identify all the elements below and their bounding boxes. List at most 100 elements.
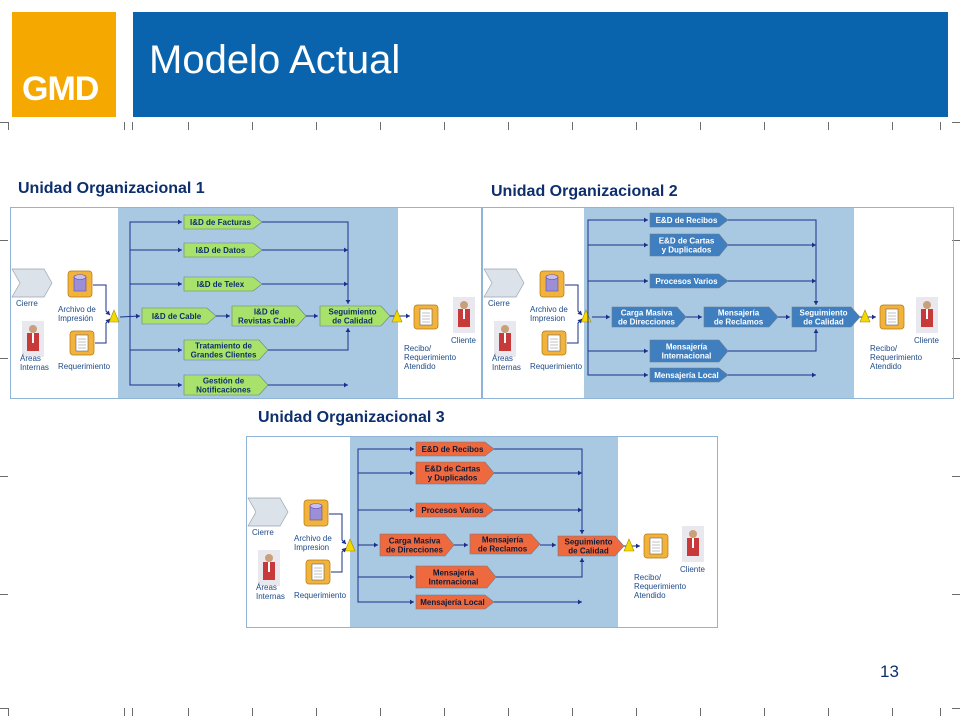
flow-connector-5	[587, 317, 648, 376]
crop-mark	[892, 122, 893, 130]
flow-connector-1	[357, 448, 414, 545]
flow-connector-4-head	[178, 347, 182, 353]
areas-person-icon-tie	[32, 333, 34, 343]
flow-connector-7-head	[314, 313, 318, 319]
flow-connector-8	[262, 221, 349, 304]
areas-person-icon-head	[29, 325, 37, 333]
requerimiento-doc-icon-page	[75, 334, 89, 352]
output-warning-icon	[391, 309, 403, 323]
flow-connector-1	[587, 219, 648, 317]
crop-mark	[380, 708, 381, 716]
page-title: Modelo Actual	[149, 38, 401, 82]
archivo-db-icon-top	[309, 503, 323, 509]
flow-connector-1-head	[410, 446, 414, 452]
flow-connector-6-head	[226, 313, 230, 319]
crop-mark	[700, 708, 701, 716]
flow-connector-12-head	[578, 599, 582, 605]
header-banner: Modelo Actual	[133, 12, 948, 117]
requerimiento-connector	[95, 318, 111, 344]
process-local-label: Mensajería Local	[420, 598, 484, 607]
crop-mark	[952, 708, 960, 709]
crop-mark	[252, 708, 253, 716]
process-datos	[183, 242, 263, 258]
page-number: 13	[880, 662, 899, 681]
crop-mark	[444, 122, 445, 130]
flow-connector-11-head	[579, 558, 585, 562]
merge-warning-icon	[108, 309, 120, 323]
process-seguimiento	[557, 535, 625, 557]
flow-connector-8	[494, 448, 583, 534]
crop-mark	[8, 122, 9, 130]
unit-3-title: Unidad Organizacional 3	[258, 409, 445, 426]
flow-connector-10-head	[812, 278, 816, 284]
flow-connector-0-head	[374, 542, 378, 548]
areas-person-icon-head	[501, 325, 509, 333]
areas-person-icon-tie	[504, 333, 506, 343]
process-seguimiento	[791, 306, 861, 328]
recibo-doc-icon-page	[885, 308, 899, 326]
crop-mark	[940, 708, 941, 716]
process-reclamos	[469, 533, 541, 555]
crop-mark	[0, 358, 8, 359]
flow-connector-5-head	[644, 372, 648, 378]
flow-connector-11	[496, 558, 583, 578]
crop-mark	[132, 122, 133, 130]
flow-connector-4-head	[644, 348, 648, 354]
requerimiento-connector	[331, 547, 347, 573]
flow-connector-2-head	[410, 470, 414, 476]
process-varios-label: Procesos Varios	[421, 506, 484, 515]
process-cable-label: I&D de Cable	[152, 312, 202, 321]
output-warning-icon	[623, 538, 635, 552]
crop-mark	[700, 122, 701, 130]
flow-connector-6-head	[698, 314, 702, 320]
process-cable	[141, 307, 217, 325]
requerimiento-label: Requerimiento	[530, 362, 583, 371]
process-varios	[649, 273, 729, 289]
unit-frame	[246, 436, 718, 628]
flow-connector-7-head	[786, 314, 790, 320]
crop-mark	[508, 122, 509, 130]
flow-connector-4-head	[410, 574, 414, 580]
archivo-db-icon-top	[73, 274, 87, 280]
flow-connector-9-head	[812, 242, 816, 248]
process-cartas	[649, 233, 729, 257]
cliente-person-icon-head	[689, 530, 697, 538]
unit-1-title: Unidad Organizacional 1	[18, 180, 205, 197]
merge-warning-icon	[344, 538, 356, 552]
flow-connector-5	[129, 317, 182, 386]
process-revistas	[231, 305, 307, 327]
crop-mark	[952, 358, 960, 359]
crop-mark	[952, 594, 960, 595]
process-carga	[611, 306, 687, 328]
cliente-person-icon-tie	[463, 309, 465, 319]
flow-connector-2-head	[178, 247, 182, 253]
crop-mark	[252, 122, 253, 130]
flow-connector-10-head	[578, 507, 582, 513]
process-tratamiento	[183, 339, 269, 361]
crop-mark	[892, 708, 893, 716]
requerimiento-connector-head	[105, 319, 110, 324]
flow-connector-10-head	[344, 281, 348, 287]
flow-connector-13-head	[872, 314, 876, 320]
process-seguimiento	[319, 305, 391, 327]
process-varios-label: Procesos Varios	[655, 277, 718, 286]
flow-connector-5	[357, 545, 414, 603]
cierre-label: Cierre	[16, 299, 38, 308]
crop-mark	[132, 708, 133, 716]
crop-mark	[828, 122, 829, 130]
flow-connector-6-head	[464, 542, 468, 548]
flow-connector-5-head	[410, 599, 414, 605]
crop-mark	[0, 240, 8, 241]
crop-mark	[124, 708, 125, 716]
